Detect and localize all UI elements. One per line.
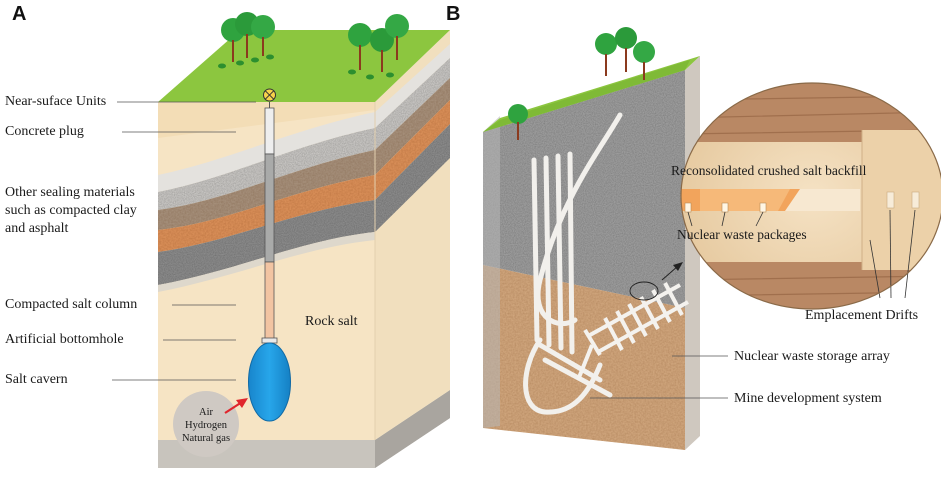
label-sealing-line1: Other sealing materials [5, 185, 135, 200]
label-gas-natural: Natural gas [181, 433, 231, 444]
red-arrow-icon [224, 398, 248, 414]
label-salt-column: Compacted salt column [5, 297, 138, 312]
panel-letter-a: A [12, 3, 27, 25]
bottomhole-plate [261, 337, 278, 344]
label-concrete-plug: Concrete plug [5, 124, 84, 139]
trees-a-left [218, 12, 275, 69]
waste-package-3 [759, 202, 767, 213]
label-rock-salt: Rock salt [305, 314, 358, 329]
salt-column-section [264, 261, 275, 341]
label-sealing-line3: and asphalt [5, 221, 69, 236]
label-backfill: Reconsolidated crushed salt backfill [671, 163, 867, 178]
base-plate-side [375, 390, 450, 468]
wellbore [248, 88, 291, 422]
waste-package-1 [684, 202, 692, 213]
storage-array-drifts [576, 282, 689, 381]
panel-a-block [112, 12, 450, 468]
trees-a-right [348, 14, 409, 80]
gas-bubble [173, 391, 239, 457]
salt-cavern-shape [248, 342, 291, 422]
leader-lines-a [112, 101, 256, 381]
leader-lines-b [590, 355, 728, 399]
waste-package-2 [721, 202, 729, 213]
label-waste-packages: Nuclear waste packages [677, 227, 807, 242]
zoom-arrow-icon [661, 262, 683, 281]
panel-b-block [483, 27, 728, 450]
sealing-section [264, 153, 275, 263]
zoom-circle [629, 281, 659, 301]
trees-b [508, 27, 655, 140]
label-gas-air: Air [199, 407, 213, 418]
label-storage-array: Nuclear waste storage array [734, 349, 890, 364]
label-gas-hydrogen: Hydrogen [185, 420, 227, 431]
magnifier-lens [680, 82, 941, 310]
label-near-surface: Near-suface Units [5, 94, 107, 109]
panel-letter-b: B [446, 3, 461, 25]
concrete-plug-section [264, 107, 275, 155]
label-bottomhole: Artificial bottomhole [5, 332, 124, 347]
label-emplacement-drifts: Emplacement Drifts [805, 308, 919, 323]
block-b-side [685, 56, 700, 450]
label-mine-system: Mine development system [734, 391, 882, 406]
label-salt-cavern: Salt cavern [5, 372, 68, 387]
label-sealing-line2: such as compacted clay [5, 203, 137, 218]
